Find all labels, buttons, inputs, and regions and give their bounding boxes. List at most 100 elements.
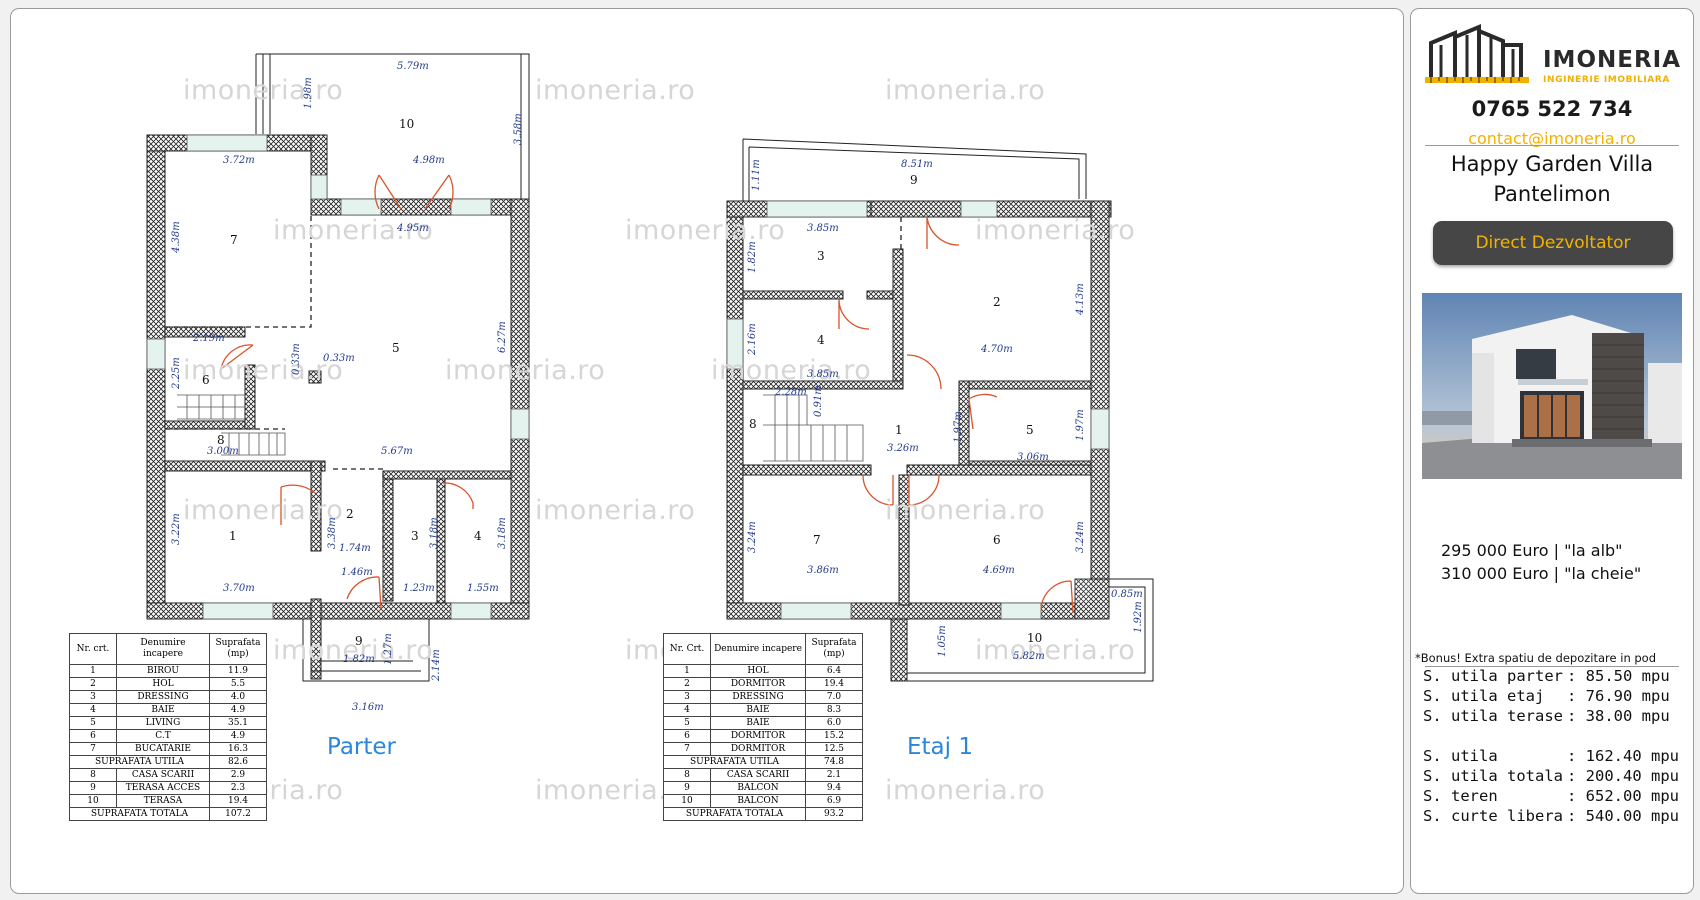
- stat-label: S. utila: [1423, 747, 1498, 765]
- dimension: 3.16m: [352, 702, 384, 713]
- dimension: 0.91m: [813, 385, 824, 417]
- room-number: 1: [229, 529, 237, 543]
- column-header: Suprafata (mp): [209, 633, 267, 665]
- cell: 9: [663, 781, 711, 795]
- listing-title-line2: Pantelimon: [1493, 182, 1611, 206]
- dimension: 1.82m: [343, 654, 375, 665]
- cell: 7: [663, 742, 711, 756]
- cell: SUPRAFATA UTILA: [663, 755, 806, 769]
- cell: 7: [69, 742, 117, 756]
- cell: 74.8: [805, 755, 863, 769]
- stat-value: : 162.40 mpu: [1567, 747, 1679, 765]
- room-number: 5: [1026, 423, 1034, 437]
- stat-value: : 540.00 mpu: [1567, 807, 1679, 825]
- stat-value: : 652.00 mpu: [1567, 787, 1679, 805]
- floor-label-parter: Parter: [327, 734, 397, 760]
- phone-number[interactable]: 0765 522 734: [1471, 97, 1633, 121]
- divider: [1425, 666, 1679, 667]
- watermark: imoneria.ro: [183, 355, 344, 386]
- villa-photo: [1422, 293, 1682, 479]
- dimension: 8.51m: [901, 159, 933, 170]
- cell: 35.1: [209, 716, 267, 730]
- dimension: 5.67m: [381, 446, 413, 457]
- watermark: imoneria.ro: [535, 495, 696, 526]
- dimension: 4.13m: [1075, 283, 1086, 315]
- dimension: 4.69m: [983, 565, 1015, 576]
- price-turnkey: 310 000 Euro | "la cheie": [1441, 564, 1642, 583]
- watermark: imoneria.ro: [625, 215, 786, 246]
- dimension: 1.97m: [1075, 409, 1086, 441]
- dimension: 3.38m: [327, 517, 338, 549]
- etaj-plan: [726, 138, 1154, 682]
- cell: DRESSING: [116, 690, 210, 704]
- cell: 4.9: [209, 729, 267, 743]
- stat-label: S. utila terase: [1423, 707, 1563, 725]
- cell: LIVING: [116, 716, 210, 730]
- cell: DORMITOR: [710, 677, 806, 691]
- watermark: imoneria.ro: [885, 495, 1046, 526]
- cell: 3: [69, 690, 117, 704]
- cell: 11.9: [209, 664, 267, 678]
- cell: 107.2: [209, 807, 267, 821]
- column-header: Nr. Crt.: [663, 633, 711, 665]
- room-number: 2: [993, 295, 1001, 309]
- stat-label: S. utila parter: [1423, 667, 1563, 685]
- cell: 6: [663, 729, 711, 743]
- cell: CASA SCARII: [710, 768, 806, 782]
- cell: DRESSING: [710, 690, 806, 704]
- cell: SUPRAFATA UTILA: [69, 755, 210, 769]
- brand-name: IMONERIA: [1543, 47, 1682, 73]
- email-link[interactable]: contact@imoneria.ro: [1468, 129, 1636, 148]
- cell: 2.9: [209, 768, 267, 782]
- cell: 6.9: [805, 794, 863, 808]
- etaj-area-table: Nr. Crt. Denumire incapere Suprafata (mp…: [663, 633, 863, 821]
- dimension: 4.95m: [397, 223, 429, 234]
- room-number: 5: [392, 341, 400, 355]
- dimension: 2.16m: [747, 323, 758, 355]
- watermark: imoneria.ro: [445, 355, 606, 386]
- cell: 4.0: [209, 690, 267, 704]
- cell: BAIE: [710, 703, 806, 717]
- cell: 8: [663, 768, 711, 782]
- cell: 82.6: [209, 755, 267, 769]
- cell: 16.3: [209, 742, 267, 756]
- table-header-row: Nr. Crt. Denumire incapere Suprafata (mp…: [663, 633, 863, 665]
- cell: 5: [69, 716, 117, 730]
- dimension: 4.70m: [981, 344, 1013, 355]
- room-number: 9: [355, 634, 363, 648]
- direct-developer-button[interactable]: Direct Dezvoltator: [1433, 221, 1673, 265]
- cell: CASA SCARII: [116, 768, 210, 782]
- cell: BAIE: [710, 716, 806, 730]
- dimension: 3.85m: [807, 369, 839, 380]
- stat-value: : 76.90 mpu: [1567, 687, 1670, 705]
- watermark: imoneria.ro: [183, 75, 344, 106]
- room-number: 4: [474, 529, 482, 543]
- cell: 4: [663, 703, 711, 717]
- cell: 1: [69, 664, 117, 678]
- cell: 9: [69, 781, 117, 795]
- watermark: imoneria.ro: [273, 635, 434, 666]
- room-number: 6: [993, 533, 1001, 547]
- cell: 1: [663, 664, 711, 678]
- dimension: 1.23m: [403, 583, 435, 594]
- dimension: 0.33m: [323, 353, 355, 364]
- parter-plan: [146, 53, 530, 682]
- stat-label: S. utila totala: [1423, 767, 1563, 785]
- cell: 10: [69, 794, 117, 808]
- watermark: imoneria.ro: [975, 215, 1136, 246]
- stat-value: : 38.00 mpu: [1567, 707, 1670, 725]
- room-number: 7: [230, 233, 238, 247]
- stat-value: : 85.50 mpu: [1567, 667, 1670, 685]
- column-header: Suprafata (mp): [805, 633, 863, 665]
- dimension: 3.00m: [207, 446, 239, 457]
- cell: HOL: [116, 677, 210, 691]
- room-number: 8: [749, 417, 757, 431]
